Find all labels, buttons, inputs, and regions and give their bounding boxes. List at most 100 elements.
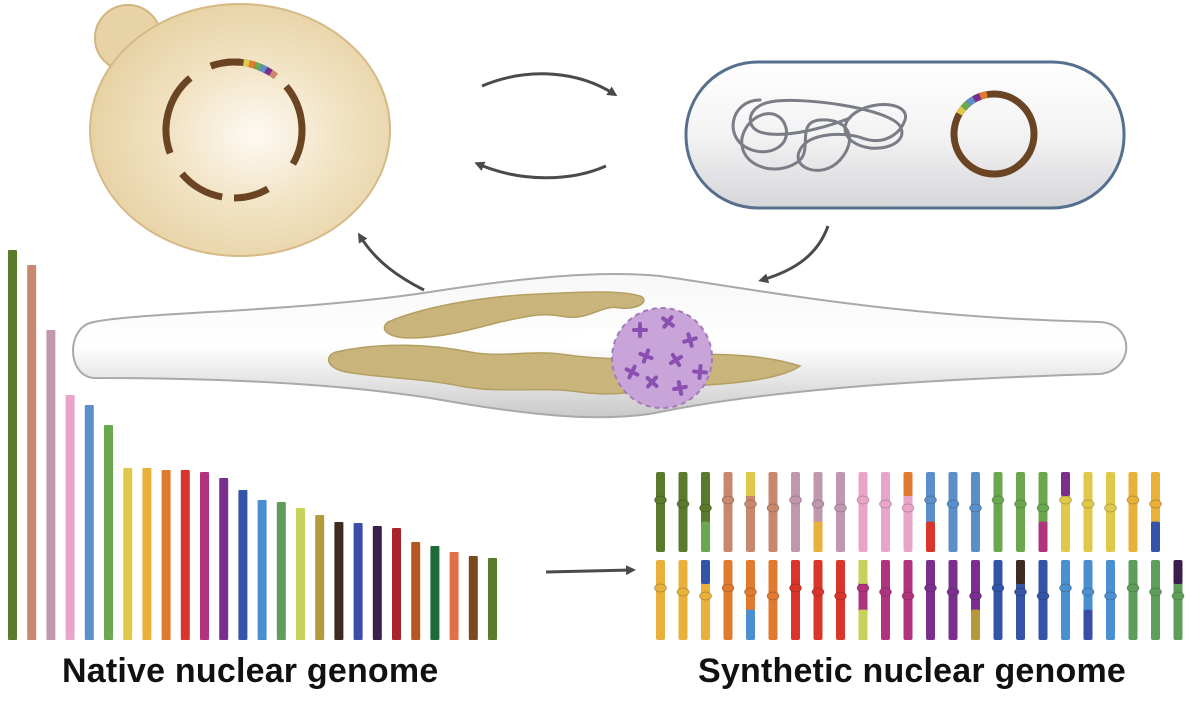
centromere-icon xyxy=(1081,499,1095,509)
chromosome-arm xyxy=(1151,560,1160,640)
centromere-icon xyxy=(699,591,712,601)
chromosome-arm xyxy=(678,472,688,552)
native-genome-caption: Native nuclear genome xyxy=(62,652,439,690)
synthetic-chromosome xyxy=(879,560,892,640)
synthetic-chromosome xyxy=(834,560,847,640)
synthetic-chromosome xyxy=(1014,560,1027,640)
synthetic-chromosome xyxy=(676,560,690,640)
chromosome-arm xyxy=(948,560,958,640)
yeast-plasmid-fragments-icon xyxy=(162,58,306,202)
arrow-icon xyxy=(758,225,830,284)
synthetic-chromosome xyxy=(1126,560,1140,640)
native-chromosome xyxy=(488,558,497,640)
centromere-icon xyxy=(654,583,667,593)
synthetic-chromosome xyxy=(969,472,982,552)
centromere-icon xyxy=(969,503,982,513)
synthetic-chromosome xyxy=(811,472,825,552)
native-chromosome xyxy=(142,468,152,640)
arrow-icon xyxy=(357,232,425,292)
chromosome-arm xyxy=(858,472,868,552)
centromere-icon xyxy=(834,591,847,601)
gene-band xyxy=(269,70,279,80)
synthetic-chromosome xyxy=(699,472,712,552)
synthetic-chromosome xyxy=(1081,472,1095,552)
chromosome-icon xyxy=(682,332,698,348)
synthetic-chromosome xyxy=(1059,560,1072,640)
chromosome-arm xyxy=(813,560,823,640)
chromosome-arm xyxy=(1128,560,1138,640)
synthetic-chromosome xyxy=(879,472,892,552)
centromere-icon xyxy=(789,583,802,593)
native-chromosome xyxy=(257,500,267,640)
gene-band xyxy=(264,66,273,76)
centromere-icon xyxy=(744,499,757,509)
synthetic-chromosome xyxy=(946,560,960,640)
yeast-cell-icon xyxy=(89,3,391,257)
native-chromosome xyxy=(276,502,286,640)
synthetic-chromosome xyxy=(1149,560,1162,640)
chromosome-arm xyxy=(1083,472,1093,552)
centromere-icon xyxy=(721,583,735,593)
synthetic-chromosome xyxy=(721,472,735,552)
diatom-cell-icon xyxy=(72,273,1128,419)
synthetic-genome-caption: Synthetic nuclear genome xyxy=(698,652,1127,690)
centromere-icon xyxy=(1149,587,1162,597)
native-chromosome xyxy=(392,528,401,640)
gene-band xyxy=(956,106,967,116)
chromosome-icon xyxy=(645,375,659,389)
native-chromosome xyxy=(334,522,344,640)
synthetic-chromosome xyxy=(1171,560,1185,640)
plasmid-fragment xyxy=(233,185,270,202)
chromosome-arm xyxy=(723,560,733,640)
gene-band xyxy=(979,91,988,100)
centromere-icon xyxy=(856,495,870,505)
chromosome-arm xyxy=(656,560,665,640)
centromere-icon xyxy=(676,587,690,597)
chromosome-arm xyxy=(948,472,958,552)
centromere-icon xyxy=(879,587,892,597)
native-chromosome xyxy=(8,250,17,640)
chromosome-segment xyxy=(1061,472,1070,496)
chromosome-segment xyxy=(701,521,710,552)
bacterial-chromosome-icon xyxy=(731,98,907,172)
centromere-icon xyxy=(654,495,667,505)
centromere-icon xyxy=(924,495,937,505)
synthetic-chromosome xyxy=(991,472,1005,552)
native-chromosome xyxy=(46,330,56,640)
chromosome-segment xyxy=(746,609,755,640)
synthetic-chromosome xyxy=(699,560,712,640)
synthetic-chromosome xyxy=(789,560,802,640)
centromere-icon xyxy=(699,503,712,513)
plasmid-fragment xyxy=(179,171,223,201)
native-chromosome xyxy=(84,405,94,640)
chromosome-arm xyxy=(993,472,1003,552)
gene-band xyxy=(966,96,976,107)
native-chromosome xyxy=(65,395,75,640)
chromosome-arm xyxy=(791,472,800,552)
arrow-icon xyxy=(474,161,607,180)
gene-band xyxy=(972,93,982,103)
synthetic-chromosome xyxy=(721,560,735,640)
synthetic-chromosome xyxy=(901,560,915,640)
synthetic-chromosome xyxy=(1014,472,1027,552)
centromere-icon xyxy=(991,583,1005,593)
chromosome-icon xyxy=(668,352,684,368)
chromosome-icon xyxy=(661,315,675,329)
native-chromosome xyxy=(180,470,190,640)
native-chromosome xyxy=(296,508,305,640)
native-chromosome xyxy=(430,546,440,640)
centromere-icon xyxy=(766,591,780,601)
centromere-icon xyxy=(946,587,960,597)
chromosome-icon xyxy=(692,364,708,380)
synthetic-chromosome xyxy=(744,472,757,552)
bacterium-icon xyxy=(684,60,1126,210)
centromere-icon xyxy=(676,499,690,509)
centromere-icon xyxy=(856,583,870,593)
synthetic-chromosome xyxy=(1104,472,1117,552)
centromere-icon xyxy=(924,583,937,593)
plasmid-fragment xyxy=(162,75,193,155)
native-chromosome xyxy=(219,478,229,640)
synthetic-chromosome xyxy=(924,560,937,640)
chromosome-arm xyxy=(881,560,890,640)
synthetic-chromosome xyxy=(1059,472,1072,552)
